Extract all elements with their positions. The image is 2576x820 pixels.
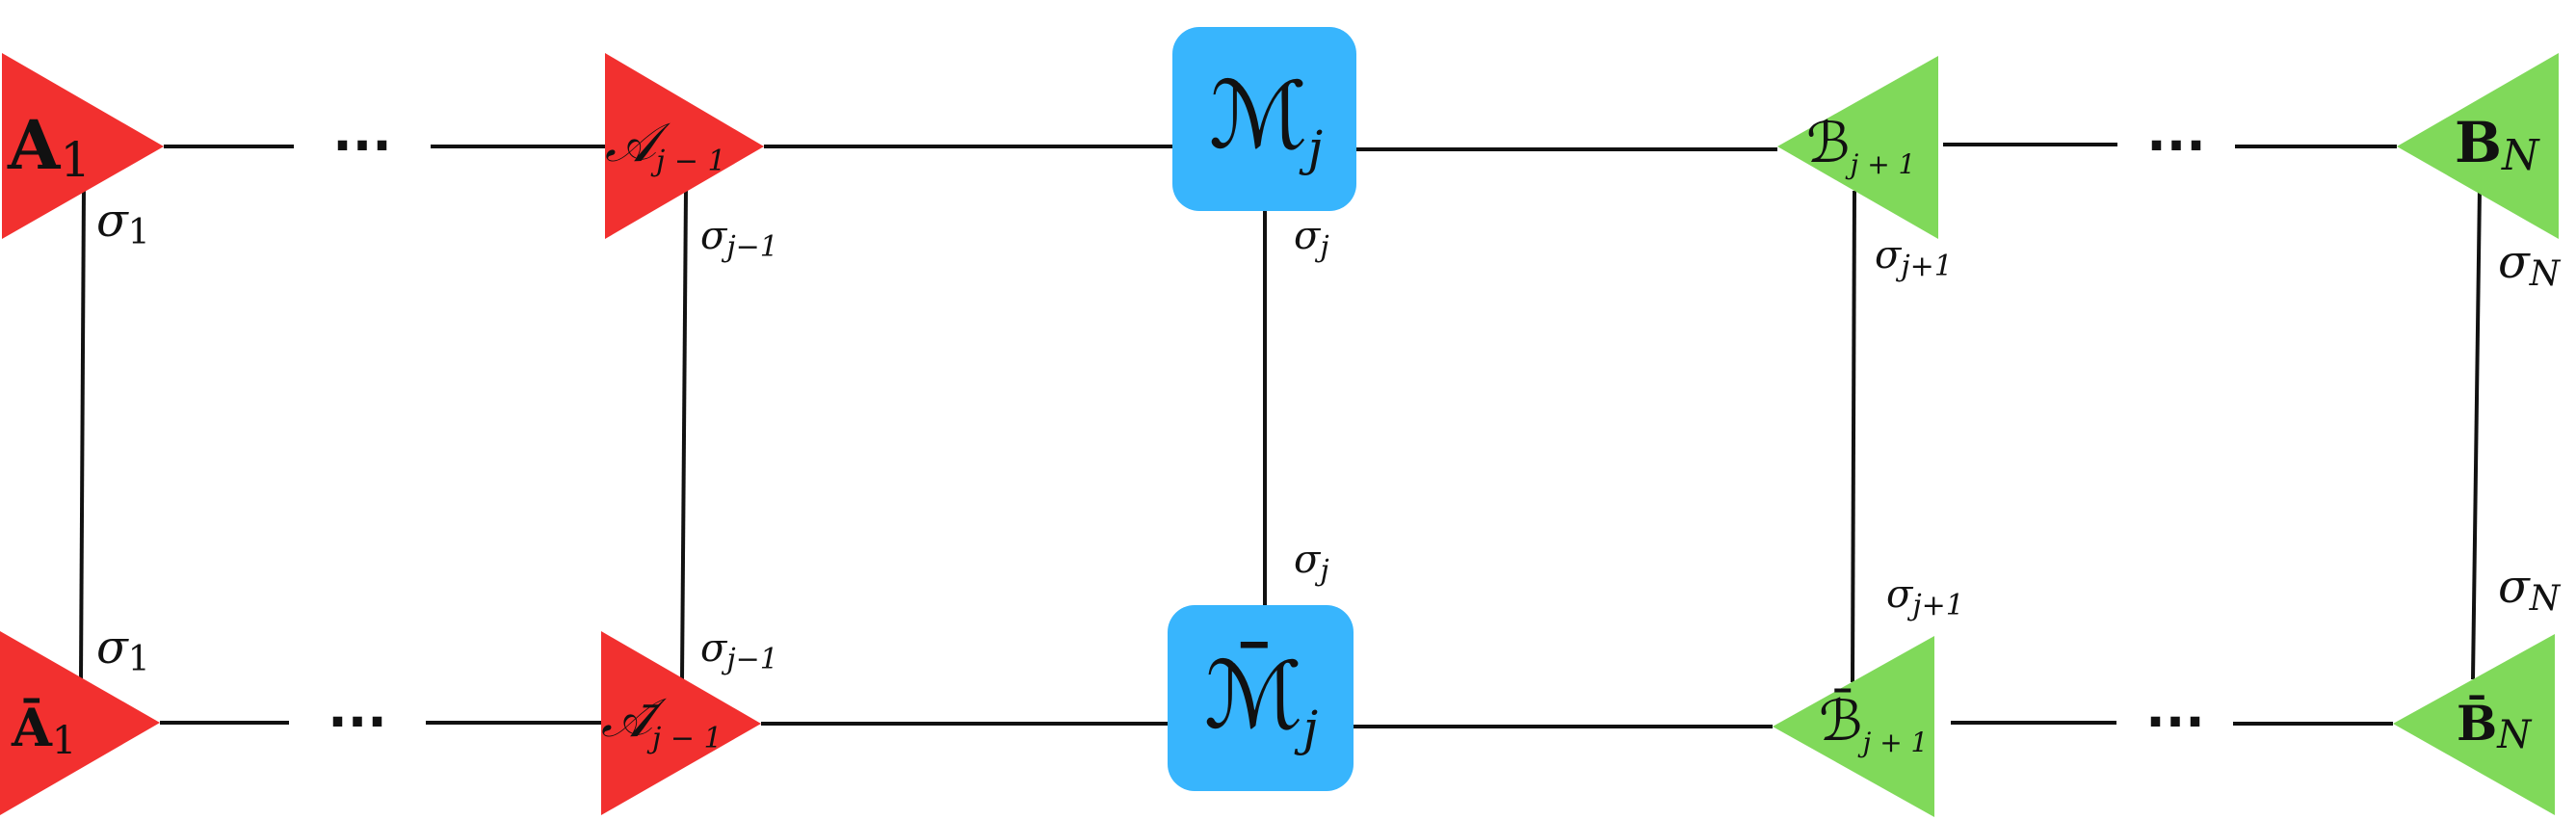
tensor-bn-bottom xyxy=(2393,634,2555,815)
tensor-m-bottom xyxy=(1168,605,1354,791)
label-m-top: ℳj xyxy=(1209,62,1323,176)
sigma-n-bottom: σN xyxy=(2498,560,2562,619)
sigma-j-1-top: σj−1 xyxy=(700,214,778,264)
physical-bond-j-1 xyxy=(680,190,688,681)
sigma-1-bottom: σ1 xyxy=(96,621,150,679)
bonds xyxy=(79,143,2482,728)
ellipsis-bottom-left: ··· xyxy=(328,692,387,753)
sigma-j-1-bottom: σj−1 xyxy=(700,626,778,676)
tensor-aj-top xyxy=(605,53,764,239)
physical-labels-bottom: σ1 σj−1 σj σj+1 σN xyxy=(96,538,2562,679)
tensor-bn-top xyxy=(2397,53,2559,239)
label-bn-bottom: B̄N xyxy=(2457,694,2533,757)
ellipsis-bottom-right: ··· xyxy=(2145,692,2205,753)
tensor-aj-bottom xyxy=(601,631,761,815)
label-a1-bottom: Ā1 xyxy=(11,697,76,763)
physical-bond-n xyxy=(2471,187,2482,680)
physical-bond-j+1 xyxy=(1851,190,1856,683)
sigma-j-bottom: σj xyxy=(1294,538,1329,588)
label-a1-top: A1 xyxy=(7,105,91,188)
tensor-m-top xyxy=(1172,27,1356,211)
tensor-a1-top xyxy=(2,53,164,239)
tensor-bj-bottom xyxy=(1773,636,1934,817)
sigma-1-top: σ1 xyxy=(96,194,150,252)
top-row: A1 ··· 𝒜j − 1 ℳj ℬj + 1 ··· BN xyxy=(2,27,2559,239)
label-bj-bottom: ℬ̄j + 1 xyxy=(1819,688,1928,758)
physical-bond-1 xyxy=(79,187,86,680)
sigma-n-top: σN xyxy=(2498,235,2562,294)
ellipsis-top-right: ··· xyxy=(2146,116,2206,176)
sigma-j-top: σj xyxy=(1294,214,1329,264)
label-bn-top: BN xyxy=(2455,110,2540,180)
physical-labels-top: σ1 σj−1 σj σj+1 σN xyxy=(96,194,2562,294)
label-m-bottom: ℳ̄j xyxy=(1204,642,1318,756)
sigma-j+1-bottom: σj+1 xyxy=(1886,572,1964,622)
sigma-j+1-top: σj+1 xyxy=(1875,233,1953,283)
ellipsis-top-left: ··· xyxy=(332,116,392,176)
tensor-bj-top xyxy=(1777,56,1938,239)
label-bj-top: ℬj + 1 xyxy=(1806,110,1915,180)
tensor-a1-bottom xyxy=(0,631,160,815)
bottom-row: Ā1 ··· 𝒜̄j − 1 ℳ̄j ℬ̄j + 1 ··· B̄N xyxy=(0,605,2555,817)
